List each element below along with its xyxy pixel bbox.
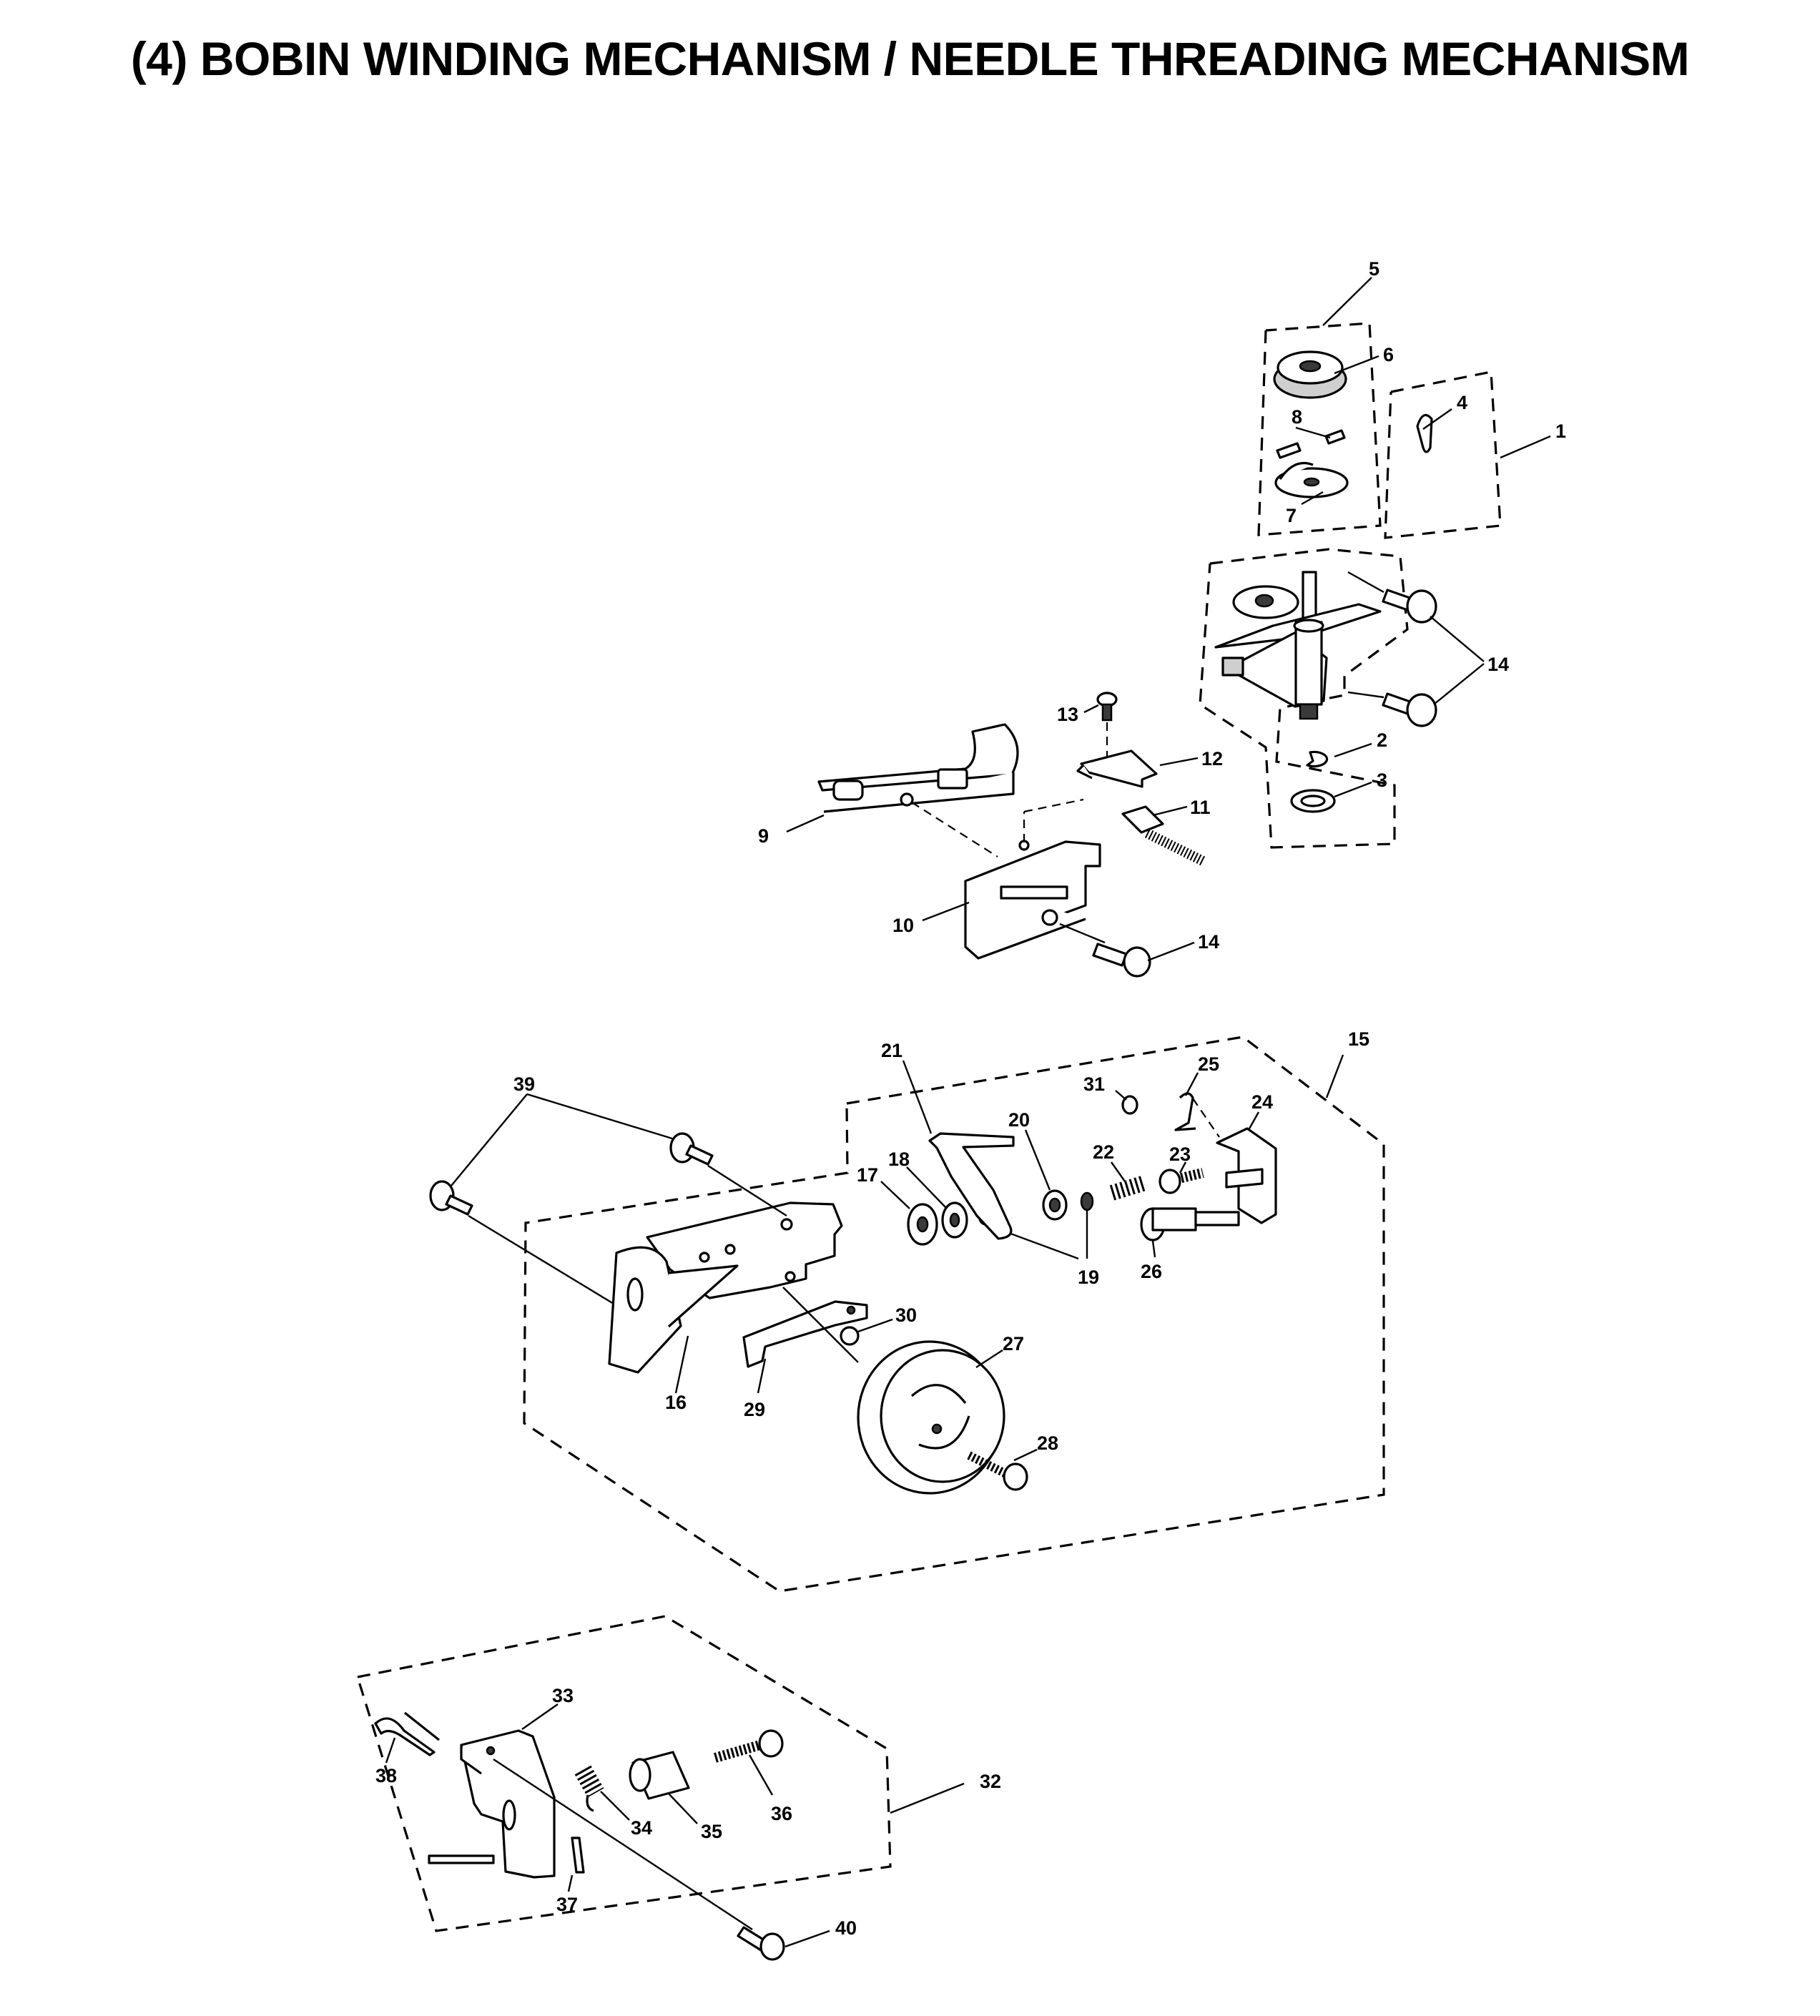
part-16-base-plate	[608, 1201, 843, 1394]
part-27-wheel	[857, 1340, 1005, 1495]
group-32-needle-threader	[356, 1615, 965, 1932]
callout-39: 39	[513, 1073, 535, 1095]
callout-14-lower: 14	[1198, 931, 1219, 953]
part-8-clips	[1276, 426, 1346, 459]
callout-14-upper: 14	[1487, 654, 1509, 675]
part-31-screw	[1115, 1090, 1138, 1115]
group-1-bobbin-winder	[1384, 370, 1551, 539]
part-29-lever	[742, 1287, 868, 1394]
part-28-screw	[967, 1448, 1038, 1491]
callout-37: 37	[556, 1894, 578, 1915]
part-3-washer	[1290, 789, 1336, 813]
callout-labels: 1 2 3 4 5 6 7 8 9 10 11 12 13 14 14 15 1…	[375, 258, 1566, 1939]
callout-7: 7	[1286, 505, 1297, 526]
callout-8: 8	[1292, 406, 1302, 428]
part-13-screw	[1083, 692, 1118, 758]
part-12-holder	[1076, 749, 1199, 788]
callout-4: 4	[1457, 392, 1467, 413]
spindle-assembly	[1199, 548, 1409, 849]
part-14-screws-upper	[1347, 571, 1485, 727]
callout-2: 2	[1377, 729, 1387, 751]
callout-34: 34	[631, 1817, 652, 1839]
callout-18: 18	[888, 1149, 910, 1170]
callout-9: 9	[758, 825, 769, 847]
part-6-winder-cap	[1273, 350, 1347, 399]
callout-32: 32	[980, 1771, 1001, 1792]
callout-17: 17	[857, 1164, 878, 1186]
part-40-screw	[493, 1758, 830, 1961]
callout-31: 31	[1083, 1073, 1105, 1095]
part-36-screw	[714, 1729, 784, 1796]
callout-10: 10	[892, 915, 914, 936]
callout-3: 3	[1377, 769, 1387, 791]
part-34-spring	[574, 1765, 630, 1821]
part-21-lever	[902, 1060, 1015, 1240]
part-24-bracket	[1216, 1111, 1277, 1224]
part-38-hook	[374, 1711, 440, 1764]
part-10-bracket	[922, 798, 1106, 960]
callout-25: 25	[1198, 1053, 1219, 1075]
part-9-plate	[786, 723, 1019, 857]
part-2-e-ring	[1306, 750, 1329, 768]
callout-21: 21	[881, 1040, 902, 1061]
callout-33: 33	[552, 1685, 574, 1706]
callout-13: 13	[1057, 704, 1078, 725]
group-15-winder-base	[523, 1036, 1385, 1593]
part-14-screw-lower	[1092, 941, 1195, 978]
part-20-collar	[1024, 1129, 1068, 1221]
callout-40: 40	[835, 1917, 857, 1939]
group-5-winder-cover	[1257, 277, 1382, 536]
callout-16: 16	[665, 1392, 687, 1413]
callout-5: 5	[1369, 258, 1379, 280]
callout-28: 28	[1037, 1432, 1058, 1454]
callout-36: 36	[771, 1803, 792, 1824]
callout-12: 12	[1201, 748, 1223, 769]
part-30-screw	[840, 1318, 893, 1346]
part-17-washer	[880, 1181, 938, 1246]
part-26-shaft	[1140, 1207, 1240, 1258]
part-4-clip	[1416, 413, 1433, 453]
callout-19: 19	[1078, 1267, 1099, 1288]
part-25-spring-clip	[1174, 1072, 1220, 1138]
part-37-pin	[567, 1836, 585, 1892]
part-7-disk	[1274, 461, 1349, 498]
callout-27: 27	[1003, 1333, 1024, 1354]
part-23-screw	[1159, 1161, 1204, 1194]
part-35-sleeve	[629, 1751, 698, 1824]
part-33-threader-plate	[428, 1703, 559, 1879]
part-18-washer	[906, 1166, 968, 1239]
winder-spindle	[1214, 571, 1382, 720]
callout-20: 20	[1008, 1109, 1030, 1131]
part-22-spring	[1109, 1161, 1148, 1201]
callout-22: 22	[1093, 1141, 1114, 1163]
callout-29: 29	[744, 1399, 765, 1420]
part-11-cutter	[1121, 805, 1207, 867]
page-title: (4) BOBIN WINDING MECHANISM / NEEDLE THR…	[130, 32, 1690, 85]
callout-30: 30	[895, 1304, 917, 1326]
callout-24: 24	[1251, 1091, 1273, 1113]
callout-23: 23	[1169, 1144, 1191, 1165]
callout-6: 6	[1383, 344, 1394, 365]
callout-15: 15	[1348, 1028, 1369, 1050]
callout-35: 35	[701, 1821, 722, 1842]
callout-26: 26	[1141, 1261, 1162, 1282]
part-39-screws	[429, 1093, 787, 1305]
callout-38: 38	[375, 1765, 397, 1786]
callout-1: 1	[1555, 421, 1566, 442]
callout-11: 11	[1190, 797, 1211, 818]
